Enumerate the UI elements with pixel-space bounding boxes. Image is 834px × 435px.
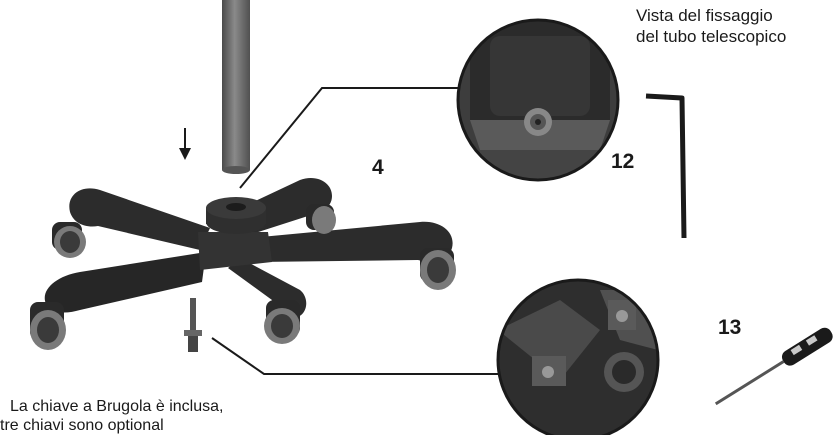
part-number-allen-key: 12 <box>611 150 635 173</box>
footnote-line-2: tre chiavi sono optional <box>0 417 164 434</box>
part-number-screwdriver: 13 <box>718 316 742 339</box>
footnote-line-1: La chiave a Brugola è inclusa, <box>10 398 224 415</box>
allen-key-icon <box>645 93 687 239</box>
caster <box>306 204 336 234</box>
insertion-arrow-icon <box>179 128 191 160</box>
caster <box>264 300 300 344</box>
caster <box>52 222 86 258</box>
star-base <box>44 177 453 352</box>
caster <box>30 302 66 350</box>
leader-line-bottom <box>211 337 498 375</box>
casters <box>30 204 456 350</box>
detail-view-base-underside <box>496 278 660 435</box>
detail-caption-line-1: Vista del fissaggio <box>636 6 773 25</box>
part-number-base: 4 <box>372 156 384 179</box>
leader-line-top <box>239 87 462 189</box>
detail-view-tube-fixing <box>456 18 620 182</box>
caster <box>420 248 456 290</box>
screwdriver-icon <box>714 327 833 406</box>
telescopic-pole <box>222 0 250 174</box>
detail-caption-line-2: del tubo telescopico <box>636 27 787 46</box>
